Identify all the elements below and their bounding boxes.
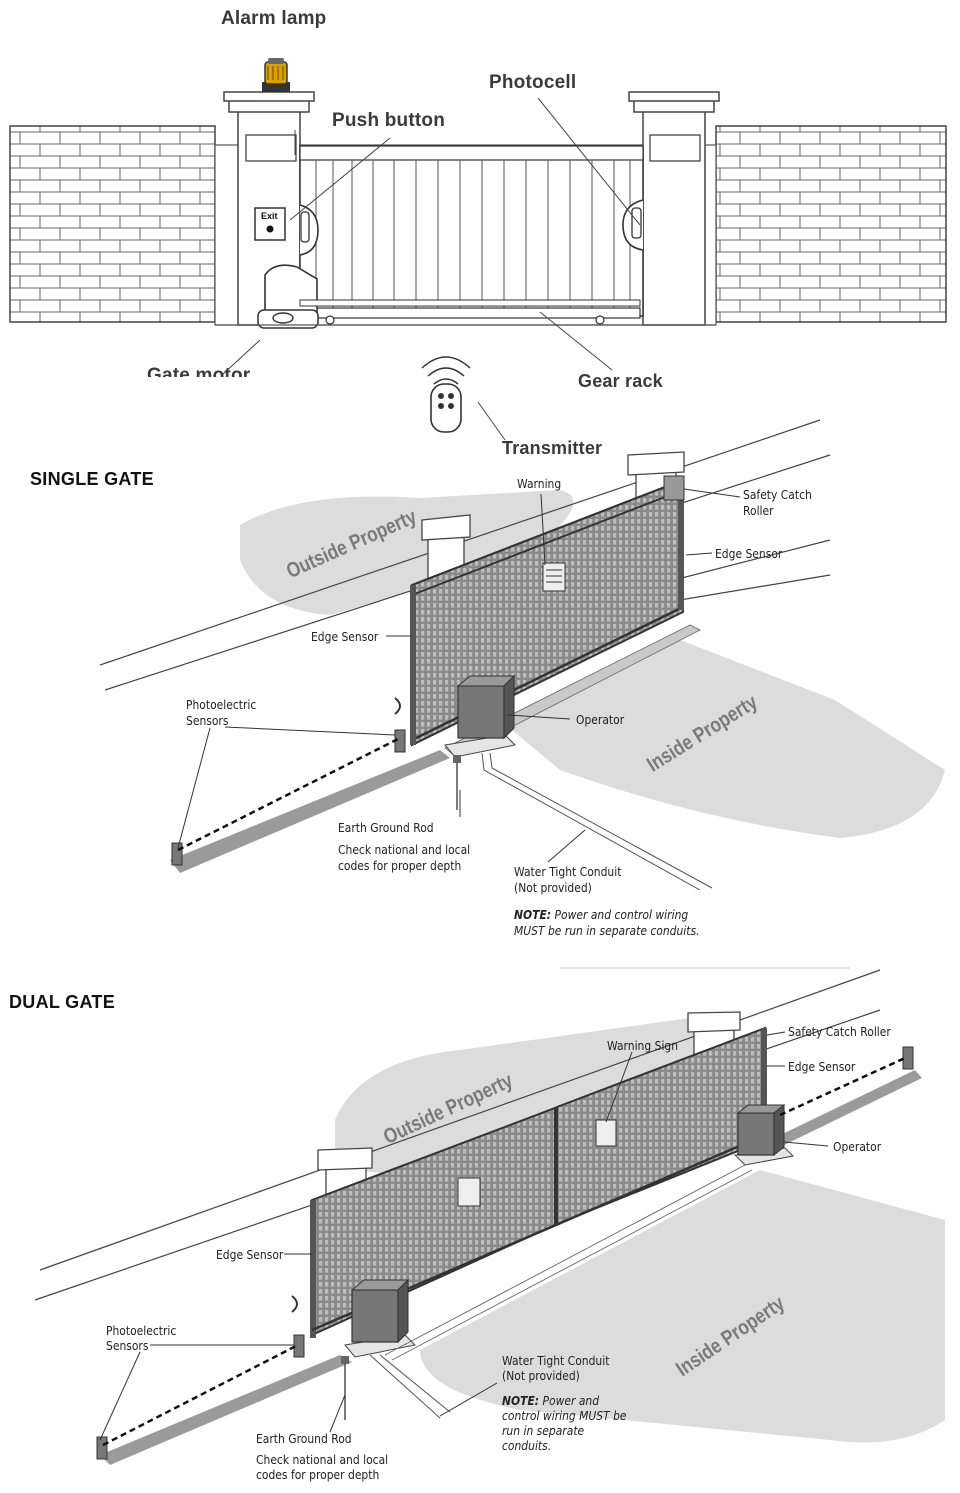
single-roller-label: Roller xyxy=(743,503,774,518)
dual-inside-property-area xyxy=(420,1170,945,1443)
single-note-text-1: Power and control wiring xyxy=(551,907,689,922)
gate-motor-label: Gate motor xyxy=(147,365,251,377)
dual-check-codes-2: codes for proper depth xyxy=(256,1467,380,1482)
dual-note-line-3: run in separate xyxy=(502,1423,585,1438)
dual-operator-left-icon xyxy=(344,1278,417,1358)
single-conduit-label-1: Water Tight Conduit xyxy=(514,864,622,879)
transmitter-icon xyxy=(421,356,471,433)
single-gate-diagram xyxy=(99,419,945,969)
gate-motor-icon xyxy=(257,264,319,329)
right-brick-wall xyxy=(715,125,947,323)
photocell-label: Photocell xyxy=(489,72,577,93)
dual-check-codes-1: Check national and local xyxy=(256,1452,389,1467)
single-conduit-label-2: (Not provided) xyxy=(514,880,592,895)
alarm-lamp-icon xyxy=(262,58,290,92)
single-warning-sign xyxy=(542,562,566,592)
dual-operator-right-icon xyxy=(733,1103,795,1166)
dual-note-line-1: NOTE: Power and xyxy=(502,1393,599,1408)
dual-conduit-label-2: (Not provided) xyxy=(502,1368,580,1383)
dual-earth-ground-rod-label: Earth Ground Rod xyxy=(256,1431,352,1446)
inside-property-area xyxy=(500,640,945,838)
dual-note-line-4: conduits. xyxy=(502,1438,552,1453)
dual-note-text-1: Power and xyxy=(539,1393,600,1408)
single-earth-ground-rod-label: Earth Ground Rod xyxy=(338,820,434,835)
dual-outside-property-area xyxy=(335,1018,705,1173)
left-brick-wall xyxy=(9,125,216,323)
single-edge-sensor-right-label: Edge Sensor xyxy=(715,546,783,561)
outside-property-area xyxy=(240,490,574,615)
alarm-lamp-label: Alarm lamp xyxy=(221,8,327,29)
single-note-line-2: MUST be run in separate conduits. xyxy=(514,923,700,938)
exit-sign-label: Exit xyxy=(261,211,278,221)
dual-gate-heading: DUAL GATE xyxy=(9,992,116,1012)
single-note-label: NOTE: xyxy=(514,907,552,922)
single-check-codes-2: codes for proper depth xyxy=(338,858,462,873)
single-operator-icon xyxy=(444,674,517,758)
push-button-label: Push button xyxy=(332,110,446,131)
sliding-gate xyxy=(299,145,644,325)
gear-rack-label: Gear rack xyxy=(578,371,663,391)
dual-edge-sensor-left-label: Edge Sensor xyxy=(216,1247,284,1262)
dual-photoelectric-label: Photoelectric xyxy=(106,1323,177,1338)
dual-warning-sign-label: Warning Sign xyxy=(607,1038,679,1053)
dual-conduit-label-1: Water Tight Conduit xyxy=(502,1353,610,1368)
dual-note-line-2: control wiring MUST be xyxy=(502,1408,627,1423)
dual-sensors-label: Sensors xyxy=(106,1338,149,1353)
transmitter-label: Transmitter xyxy=(502,438,603,458)
dual-note-label: NOTE: xyxy=(502,1393,540,1408)
single-edge-sensor-left-label: Edge Sensor xyxy=(311,629,379,644)
dual-safety-catch-roller-label: Safety Catch Roller xyxy=(788,1024,891,1039)
dual-gate-diagram xyxy=(34,969,945,1465)
dual-edge-sensor-right-label: Edge Sensor xyxy=(788,1059,856,1074)
single-check-codes-1: Check national and local xyxy=(338,842,471,857)
single-note-line-1: NOTE: Power and control wiring xyxy=(514,907,688,922)
single-photoelectric-label: Photoelectric xyxy=(186,697,257,712)
single-operator-label: Operator xyxy=(576,712,625,727)
single-warning-label: Warning xyxy=(517,476,562,491)
single-gate-heading: SINGLE GATE xyxy=(30,469,154,489)
top-gate-illustration xyxy=(9,58,947,441)
push-button-box xyxy=(254,207,286,241)
dual-operator-label: Operator xyxy=(833,1139,882,1154)
single-sensors-label: Sensors xyxy=(186,713,229,728)
single-safety-catch-label: Safety Catch xyxy=(743,487,812,502)
